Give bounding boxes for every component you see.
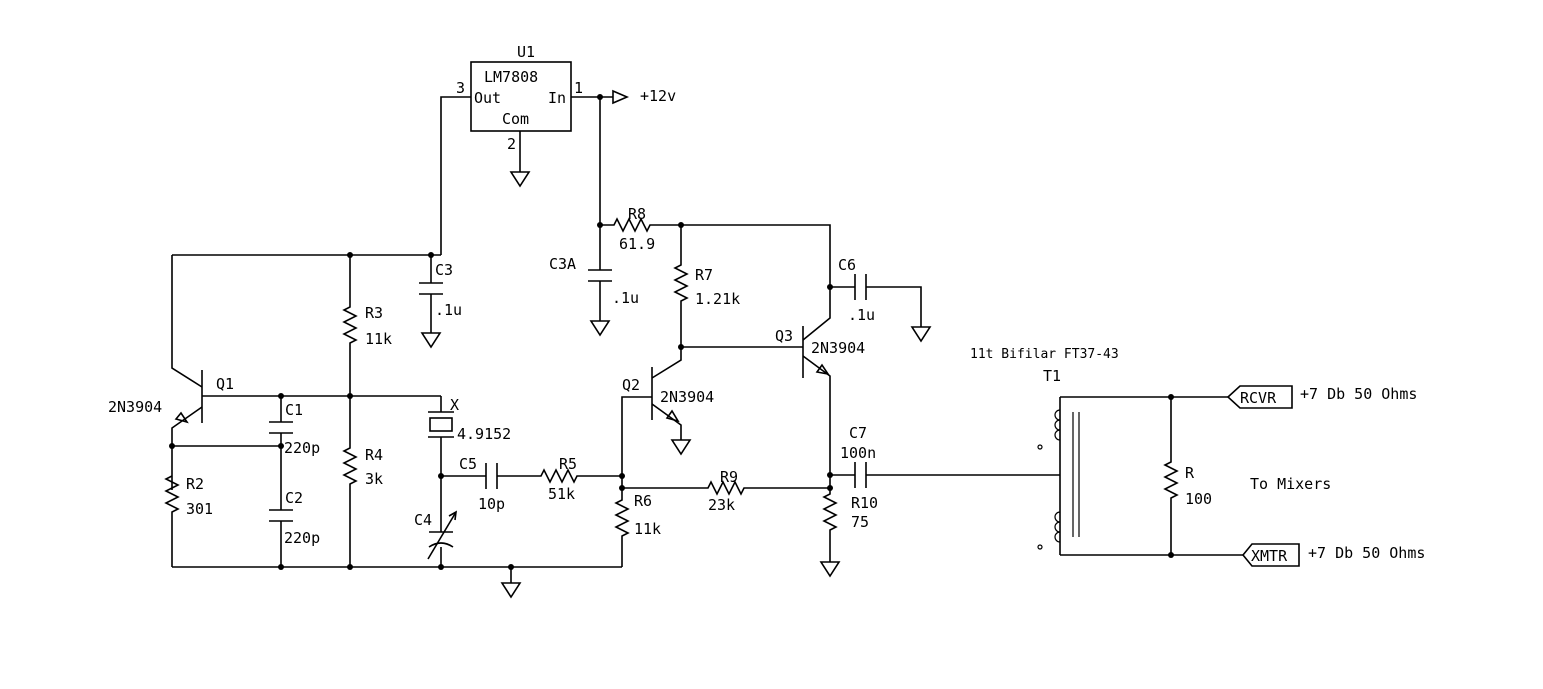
c3-ref: C3: [435, 261, 453, 279]
rcvr-spec: +7 Db 50 Ohms: [1300, 385, 1417, 403]
r2-value: 301: [186, 500, 213, 518]
u1-ref: U1: [517, 43, 535, 61]
q3-ref: Q3: [775, 327, 793, 345]
transformer-t1: 11t Bifilar FT37-43 T1: [970, 347, 1243, 556]
supply-label: +12v: [640, 87, 676, 105]
u1-pin3: 3: [456, 79, 465, 97]
rcvr-label: RCVR: [1240, 389, 1277, 407]
port-rcvr: RCVR +7 Db 50 Ohms: [1226, 385, 1417, 409]
c5-ref: C5: [459, 455, 477, 473]
u1-pin2: 2: [507, 135, 516, 153]
r3-ref: R3: [365, 304, 383, 322]
xmtr-label: XMTR: [1251, 547, 1288, 565]
c6-value: .1u: [848, 306, 875, 324]
c1-ref: C1: [285, 401, 303, 419]
c6-ref: C6: [838, 256, 856, 274]
r6-ref: R6: [634, 492, 652, 510]
r2-ref: R2: [186, 475, 204, 493]
c7-ref: C7: [849, 424, 867, 442]
r4-ref: R4: [365, 446, 383, 464]
c2-ref: C2: [285, 489, 303, 507]
r-ref: R: [1185, 464, 1195, 482]
c5-value: 10p: [478, 495, 505, 513]
r-value: 100: [1185, 490, 1212, 508]
supply-12v: +12v: [612, 87, 676, 105]
r9-ref: R9: [720, 468, 738, 486]
xmtr-spec: +7 Db 50 Ohms: [1308, 544, 1425, 562]
r3-value: 11k: [365, 330, 392, 348]
c3a-ref: C3A: [549, 255, 576, 273]
r6-value: 11k: [634, 520, 661, 538]
u1-pin1: 1: [574, 79, 583, 97]
port-xmtr: XMTR +7 Db 50 Ohms: [1241, 543, 1425, 567]
x-value: 4.9152: [457, 425, 511, 443]
t1-note: 11t Bifilar FT37-43: [970, 347, 1119, 362]
transistor-q2: Q2 2N3904: [621, 347, 714, 478]
transistor-q1: Q1 2N3904: [108, 370, 441, 490]
r9-value: 23k: [708, 496, 735, 514]
r7-value: 1.21k: [695, 290, 740, 308]
c4-ref: C4: [414, 511, 432, 529]
q3-part: 2N3904: [811, 339, 865, 357]
output-label: To Mixers: [1250, 475, 1331, 493]
q2-ref: Q2: [622, 376, 640, 394]
c7-value: 100n: [840, 444, 876, 462]
c3-value: .1u: [435, 301, 462, 319]
r8-value: 61.9: [619, 235, 655, 253]
u1-part: LM7808: [484, 68, 538, 86]
x-ref: X: [450, 396, 459, 414]
u1-com-pin: Com: [502, 110, 529, 128]
q2-part: 2N3904: [660, 388, 714, 406]
r5-value: 51k: [548, 485, 575, 503]
r10-ref: R10: [851, 494, 878, 512]
regulator-u1: U1 LM7808 Out In Com 3 1 2: [440, 43, 613, 255]
junction-dots: [169, 94, 1174, 570]
t1-ref: T1: [1043, 367, 1061, 385]
q1-part: 2N3904: [108, 398, 162, 416]
r8-ref: R8: [628, 205, 646, 223]
u1-out-pin: Out: [474, 89, 501, 107]
r10-value: 75: [851, 513, 869, 531]
transistor-q3: Q3 2N3904: [681, 287, 865, 475]
r5-ref: R5: [559, 455, 577, 473]
r4-value: 3k: [365, 470, 383, 488]
c1-value: 220p: [284, 439, 320, 457]
c2-value: 220p: [284, 529, 320, 547]
q1-ref: Q1: [216, 375, 234, 393]
u1-in-pin: In: [548, 89, 566, 107]
r7-ref: R7: [695, 266, 713, 284]
c3a-value: .1u: [612, 289, 639, 307]
